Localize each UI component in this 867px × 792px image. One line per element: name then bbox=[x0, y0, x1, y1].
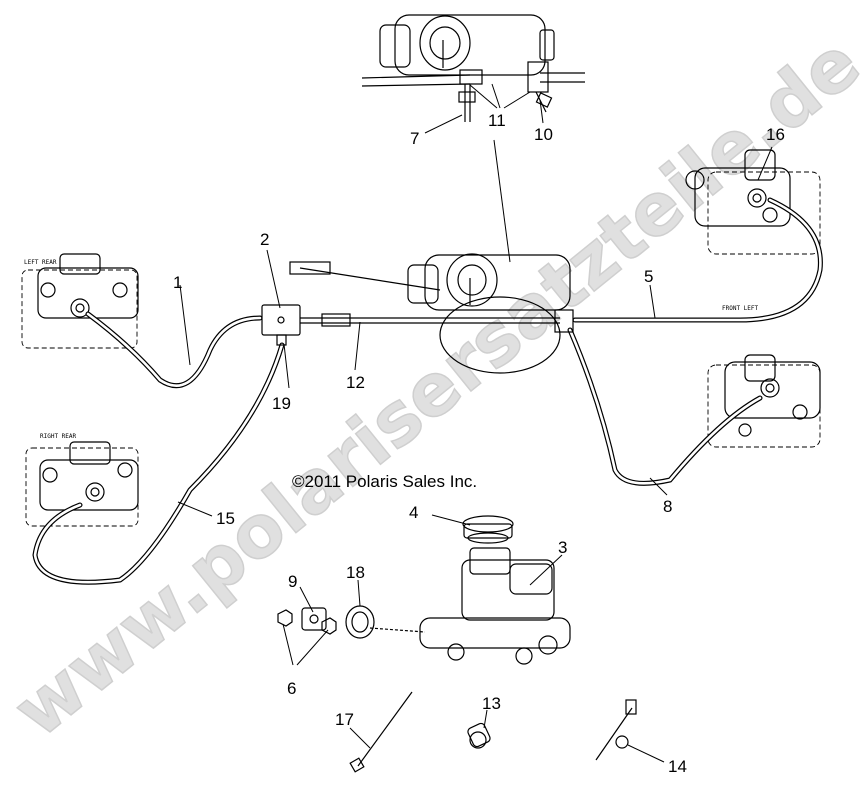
left-rear-caliper: LEFT REAR bbox=[21, 253, 139, 349]
line-clamp bbox=[595, 699, 637, 761]
copyright-text: ©2011 Polaris Sales Inc. bbox=[292, 472, 477, 491]
callout-14: 14 bbox=[668, 757, 687, 776]
callout-4: 4 bbox=[409, 503, 418, 522]
callout-8: 8 bbox=[663, 497, 672, 516]
front-left-caliper bbox=[707, 354, 821, 448]
callout-6: 6 bbox=[287, 679, 296, 698]
callout-18: 18 bbox=[346, 563, 365, 582]
callout-15: 15 bbox=[216, 509, 235, 528]
callout-3: 3 bbox=[558, 538, 567, 557]
master-cylinder-assembled bbox=[289, 139, 574, 374]
callout-19: 19 bbox=[272, 394, 291, 413]
cable-tie bbox=[349, 691, 413, 773]
clip bbox=[467, 722, 491, 749]
callout-9: 9 bbox=[288, 572, 297, 591]
junction-block bbox=[261, 304, 301, 346]
callout-10: 10 bbox=[534, 125, 553, 144]
right-rear-caliper: RIGHT REAR bbox=[25, 433, 139, 527]
leader-lines bbox=[177, 83, 773, 763]
callout-17: 17 bbox=[335, 710, 354, 729]
callout-numbers: 1 2 3 4 5 6 7 8 9 10 11 12 13 14 15 16 1… bbox=[173, 111, 785, 776]
callout-2: 2 bbox=[260, 230, 269, 249]
watermark-text: www.polarisersatzteile.de bbox=[0, 20, 867, 753]
reservoir-cap bbox=[462, 515, 514, 544]
front-right-caliper bbox=[685, 149, 821, 255]
callout-1: 1 bbox=[173, 273, 182, 292]
brake-hoses: FRONT LEFT bbox=[32, 197, 823, 585]
boot-ring bbox=[345, 605, 375, 639]
left-rear-label: LEFT REAR bbox=[24, 259, 57, 266]
callout-13: 13 bbox=[482, 694, 501, 713]
callout-11: 11 bbox=[488, 111, 506, 130]
callout-12: 12 bbox=[346, 373, 365, 392]
top-inset-master-cylinder bbox=[361, 14, 585, 122]
master-cylinder-body bbox=[369, 547, 571, 665]
callout-7: 7 bbox=[410, 129, 419, 148]
callout-16: 16 bbox=[766, 125, 785, 144]
right-rear-label: RIGHT REAR bbox=[40, 433, 77, 440]
front-left-label: FRONT LEFT bbox=[722, 305, 759, 312]
callout-5: 5 bbox=[644, 267, 653, 286]
clevis-and-nuts bbox=[277, 607, 337, 635]
